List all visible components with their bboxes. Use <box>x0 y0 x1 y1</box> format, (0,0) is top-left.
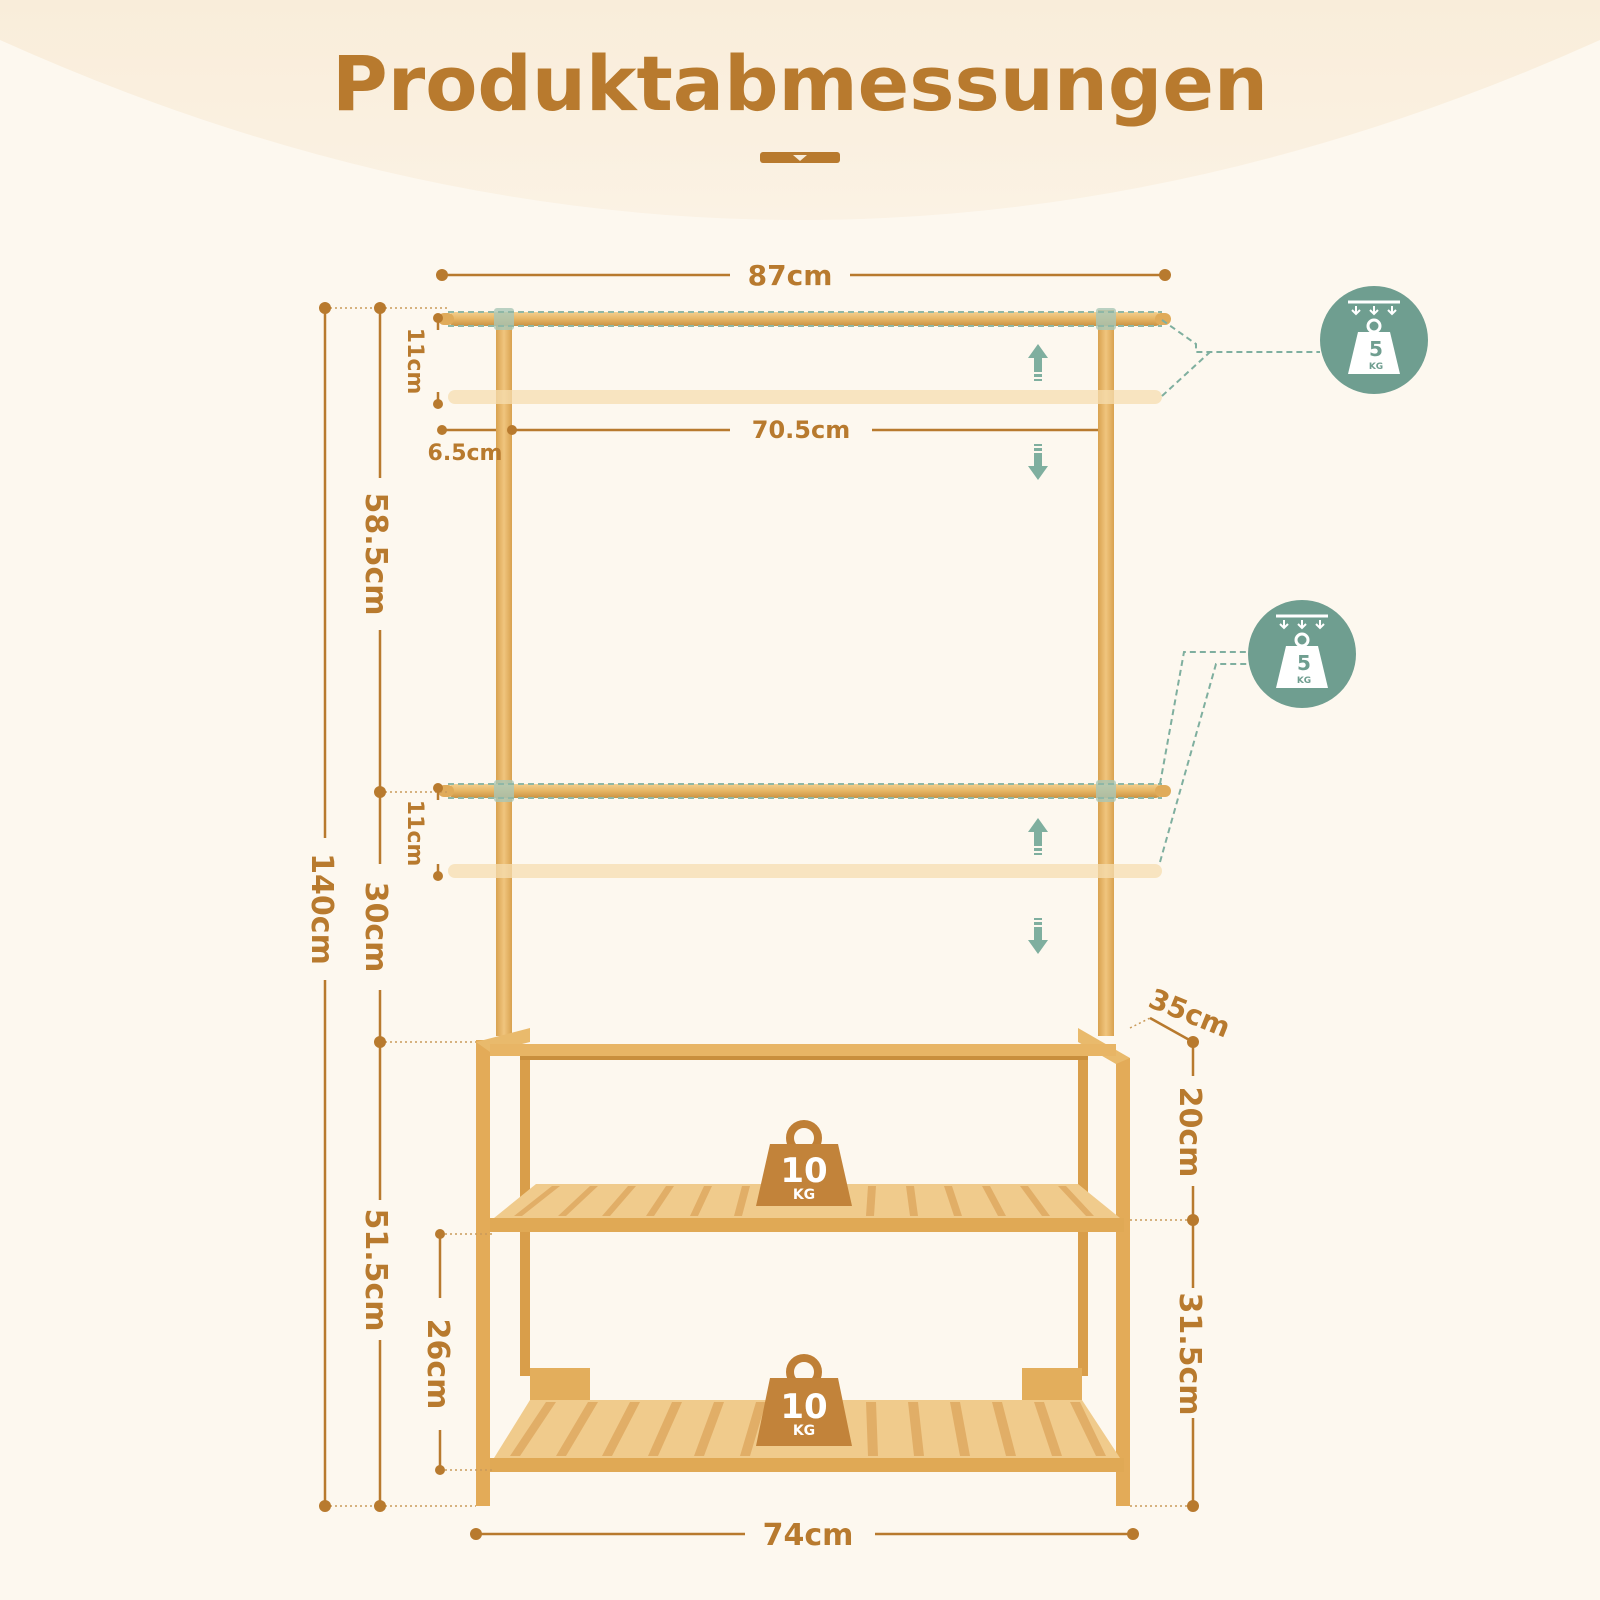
badge-value: 5 <box>1369 337 1383 361</box>
mid-gap-label: 11cm <box>402 800 427 867</box>
lower-shelf-load-badge: 10 KG <box>756 1354 852 1446</box>
base-width-label: 74cm <box>763 1518 854 1553</box>
badge-unit: KG <box>793 1423 815 1439</box>
badge-unit: KG <box>1369 362 1383 372</box>
lower-shelf-height-label: 31.5cm <box>1172 1292 1207 1415</box>
top-gap-label: 11cm <box>402 328 427 395</box>
rack-frame <box>438 308 1171 1506</box>
dimension-labels: 87cm 70.5cm 6.5cm 11cm 58.5cm 140cm 30cm… <box>304 259 1235 1553</box>
lower-section-label: 51.5cm <box>358 1208 393 1331</box>
middle-rail-lower-position <box>448 864 1162 878</box>
shelf-gap-label: 26cm <box>420 1319 455 1410</box>
total-width-label: 87cm <box>748 259 833 292</box>
weight-icon <box>756 1354 852 1446</box>
right-post <box>1098 310 1114 1036</box>
inner-width-label: 70.5cm <box>752 416 850 444</box>
top-rail <box>448 312 1162 326</box>
upper-shelf-load-badge: 10 KG <box>756 1120 852 1206</box>
middle-section-label: 30cm <box>358 882 393 973</box>
badge-value: 10 <box>780 1387 827 1427</box>
weight-icon: 5 KG <box>1276 614 1328 688</box>
badge-value: 5 <box>1297 651 1311 675</box>
side-offset-label: 6.5cm <box>428 441 503 466</box>
depth-label: 35cm <box>1144 982 1235 1044</box>
upper-shelf-height-label: 20cm <box>1172 1087 1207 1178</box>
header: Produktabmessungen <box>0 0 1600 220</box>
upper-section-label: 58.5cm <box>358 492 393 615</box>
adjust-up-arrow-icon <box>1028 344 1048 381</box>
middle-rail-load-badge: 5 KG <box>1159 600 1356 863</box>
adjust-down-arrow-icon <box>1028 444 1048 480</box>
top-rail-load-badge: 5 KG <box>1161 286 1428 397</box>
shoe-rack <box>476 1028 1130 1506</box>
adjust-down-arrow-icon <box>1028 918 1048 954</box>
weight-icon: 5 KG <box>1348 300 1400 374</box>
adjust-up-arrow-icon <box>1028 818 1048 855</box>
weight-icon <box>756 1120 852 1206</box>
page-title: Produktabmessungen <box>332 39 1268 128</box>
middle-rail <box>448 784 1162 798</box>
badge-value: 10 <box>780 1151 827 1191</box>
chevron-down-icon <box>760 152 840 163</box>
shelf-slats <box>510 1402 1106 1456</box>
badge-unit: KG <box>793 1187 815 1203</box>
badge-unit: KG <box>1297 676 1311 686</box>
top-rail-lower-position <box>448 390 1162 404</box>
left-post <box>496 316 512 1036</box>
extension-lines <box>325 307 1193 1507</box>
shelf-slats <box>514 1186 1094 1216</box>
dimension-endpoints <box>319 269 1199 1540</box>
total-height-label: 140cm <box>304 853 339 965</box>
